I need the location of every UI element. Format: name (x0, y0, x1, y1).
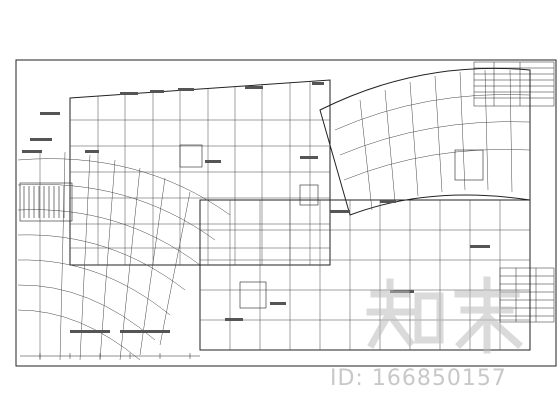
watermark-id: ID: 166850157 (330, 366, 507, 391)
west-fan-grid (17, 150, 231, 361)
outer-frame (15, 59, 557, 367)
watermark-logo (366, 276, 523, 354)
east-wing-grid (319, 67, 531, 216)
south-block-grid (199, 199, 531, 351)
legend-table-upper (473, 61, 555, 107)
stair-cores (19, 144, 484, 309)
dimension-line (20, 353, 200, 359)
